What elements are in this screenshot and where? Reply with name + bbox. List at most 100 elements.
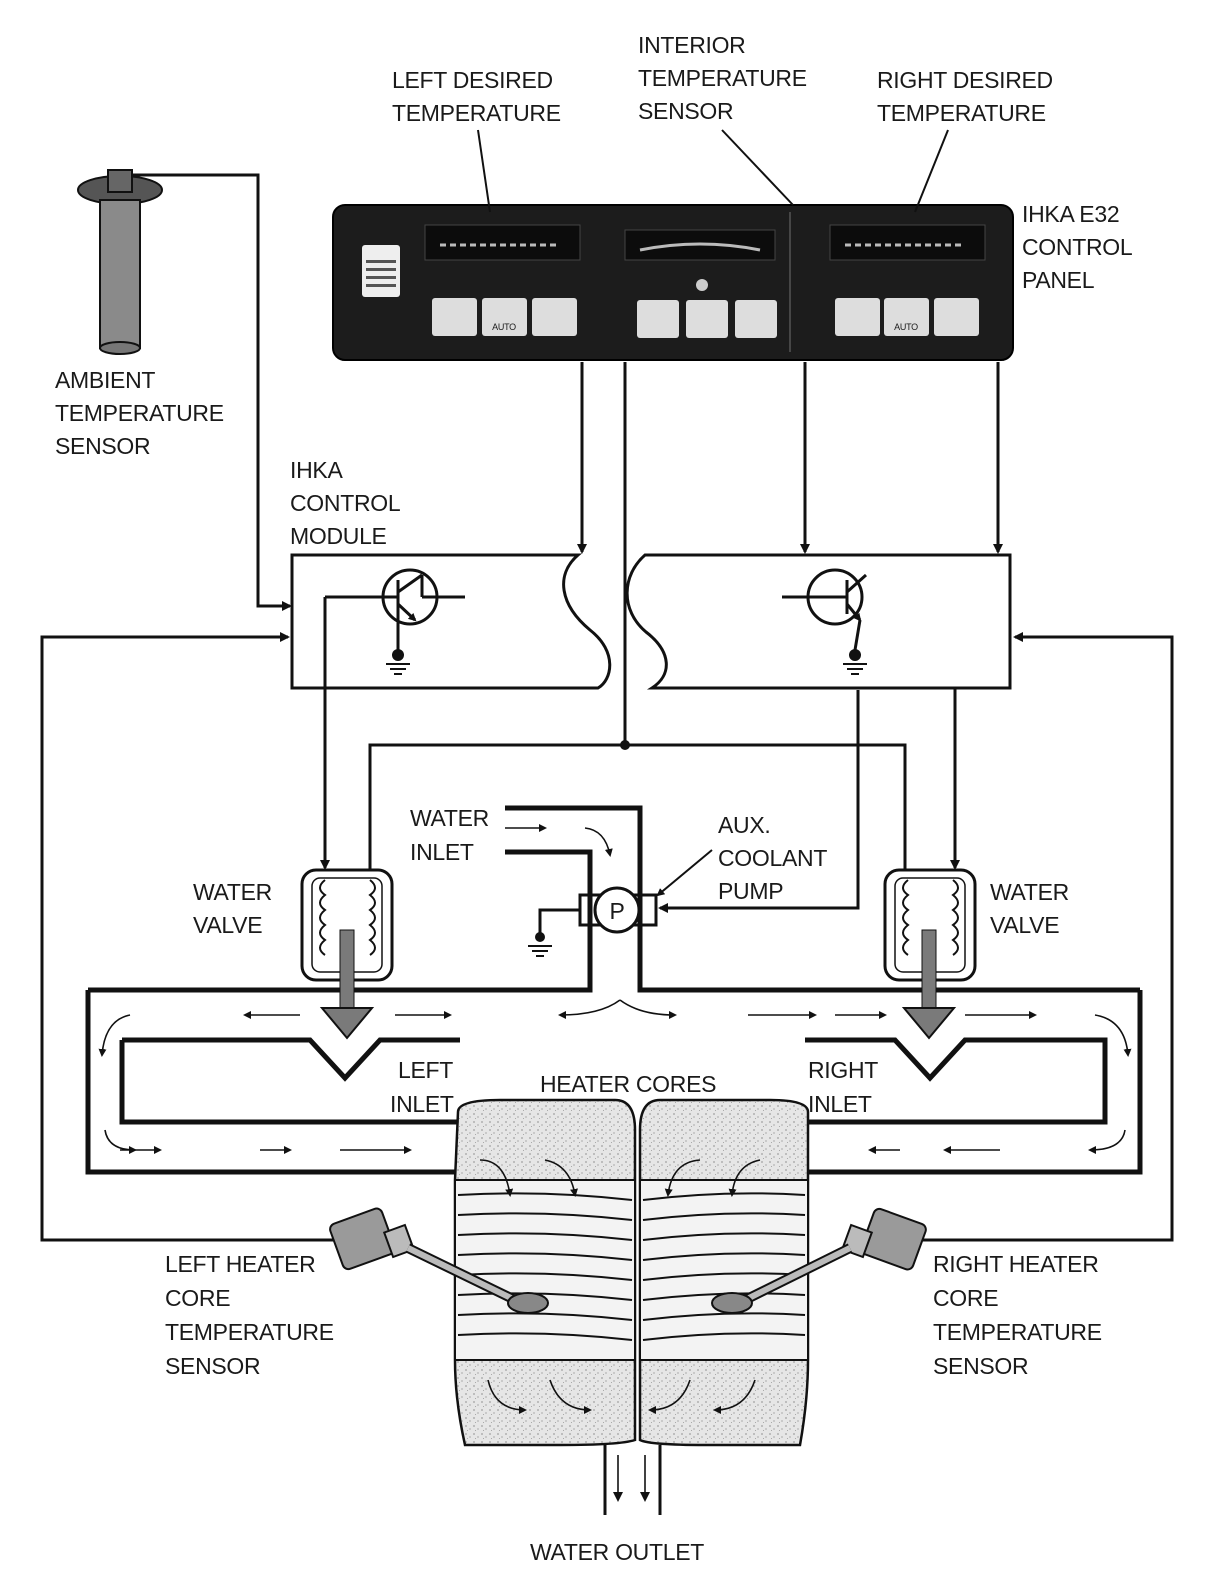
svg-text:RIGHT DESIRED: RIGHT DESIRED xyxy=(877,67,1053,93)
svg-text:TEMPERATURE: TEMPERATURE xyxy=(638,65,807,91)
label-water-valve-right: WATER VALVE xyxy=(990,879,1069,938)
right-auto-label: AUTO xyxy=(894,322,918,332)
right-sensor-feedback xyxy=(905,632,1174,1242)
leader-interior xyxy=(721,129,794,206)
left-sensor-feedback xyxy=(40,632,345,1242)
water-inlet-pipe-outer xyxy=(505,805,1140,993)
pump-signal xyxy=(658,690,860,913)
control-module-right xyxy=(625,553,1012,690)
label-water-valve-left: WATER VALVE xyxy=(193,879,272,938)
label-interior-sensor: INTERIOR TEMPERATURE SENSOR xyxy=(638,32,807,124)
svg-text:TEMPERATURE: TEMPERATURE xyxy=(933,1319,1102,1345)
water-inlet-pipe-inner xyxy=(88,849,593,993)
water-outlet-pipe xyxy=(603,1445,662,1515)
right-feet-button[interactable] xyxy=(934,298,979,336)
fan-icon xyxy=(696,279,708,291)
center-button-group xyxy=(637,279,777,338)
label-water-outlet: WATER OUTLET xyxy=(530,1539,704,1565)
right-defrost-button[interactable] xyxy=(835,298,880,336)
label-control-module: IHKA CONTROL MODULE xyxy=(290,457,401,549)
svg-text:MODULE: MODULE xyxy=(290,523,387,549)
label-control-panel: IHKA E32 CONTROL PANEL xyxy=(1022,201,1133,293)
svg-text:WATER: WATER xyxy=(410,805,489,831)
leader-left-desired xyxy=(477,129,491,213)
svg-text:TEMPERATURE: TEMPERATURE xyxy=(165,1319,334,1345)
svg-text:VALVE: VALVE xyxy=(193,912,262,938)
left-defrost-button[interactable] xyxy=(432,298,477,336)
left-water-valve xyxy=(300,868,394,1040)
label-aux-pump: AUX. COOLANT PUMP xyxy=(718,812,828,904)
left-heater-core xyxy=(453,1098,637,1447)
pump-symbol: P xyxy=(609,898,624,924)
left-temp-display xyxy=(424,224,581,261)
left-auto-label: AUTO xyxy=(492,322,516,332)
svg-text:CONTROL: CONTROL xyxy=(290,490,401,516)
right-core-sensor-icon xyxy=(711,1207,927,1314)
svg-text:PANEL: PANEL xyxy=(1022,267,1095,293)
left-core-sensor-icon xyxy=(329,1207,549,1314)
leader-right-desired xyxy=(914,129,949,213)
label-right-inlet: RIGHT INLET xyxy=(808,1057,879,1117)
center-recirc-button[interactable] xyxy=(735,300,777,338)
svg-text:CORE: CORE xyxy=(165,1285,230,1311)
svg-text:IHKA: IHKA xyxy=(290,457,343,483)
power-bus xyxy=(368,743,907,870)
center-rear-defrost-button[interactable] xyxy=(637,300,679,338)
right-button-group: AUTO xyxy=(835,298,979,336)
svg-text:AMBIENT: AMBIENT xyxy=(55,367,155,393)
left-transistor-icon xyxy=(323,568,465,840)
right-water-valve xyxy=(883,868,977,1040)
svg-text:CONTROL: CONTROL xyxy=(1022,234,1133,260)
svg-text:AUX.: AUX. xyxy=(718,812,770,838)
control-panel: AUTO AUTO xyxy=(332,204,1014,361)
svg-text:LEFT DESIRED: LEFT DESIRED xyxy=(392,67,553,93)
center-fan-button[interactable] xyxy=(686,300,728,338)
ambient-wire xyxy=(132,173,292,611)
left-button-group: AUTO xyxy=(432,298,577,336)
svg-text:SENSOR: SENSOR xyxy=(933,1353,1028,1379)
right-temp-display xyxy=(829,224,986,261)
svg-text:WATER: WATER xyxy=(193,879,272,905)
left-auto-button[interactable] xyxy=(482,298,527,336)
svg-text:COOLANT: COOLANT xyxy=(718,845,827,871)
label-heater-cores: HEATER CORES xyxy=(540,1071,716,1097)
coolant-channel xyxy=(85,990,1143,1175)
label-left-core-sensor: LEFT HEATER CORE TEMPERATURE SENSOR xyxy=(165,1251,334,1379)
svg-text:RIGHT: RIGHT xyxy=(808,1057,878,1083)
svg-text:LEFT HEATER: LEFT HEATER xyxy=(165,1251,316,1277)
right-transistor-icon xyxy=(782,568,868,675)
right-heater-core xyxy=(638,1098,810,1447)
flow-arrows xyxy=(98,999,1132,1154)
svg-text:LEFT: LEFT xyxy=(398,1057,453,1083)
svg-text:CORE: CORE xyxy=(933,1285,998,1311)
svg-text:SENSOR: SENSOR xyxy=(165,1353,260,1379)
label-ambient-sensor: AMBIENT TEMPERATURE SENSOR xyxy=(55,367,224,459)
panel-grille-icon xyxy=(362,245,400,297)
svg-text:IHKA E32: IHKA E32 xyxy=(1022,201,1119,227)
pump-leader xyxy=(656,849,713,897)
label-left-desired: LEFT DESIRED TEMPERATURE xyxy=(392,67,561,126)
svg-text:VALVE: VALVE xyxy=(990,912,1059,938)
svg-text:INLET: INLET xyxy=(390,1091,454,1117)
svg-text:PUMP: PUMP xyxy=(718,878,783,904)
right-auto-button[interactable] xyxy=(884,298,929,336)
label-left-inlet: LEFT INLET xyxy=(390,1057,454,1117)
control-module-left xyxy=(290,553,612,690)
svg-text:SENSOR: SENSOR xyxy=(55,433,150,459)
core-flow-arrows xyxy=(479,1159,761,1414)
svg-text:TEMPERATURE: TEMPERATURE xyxy=(55,400,224,426)
svg-text:SENSOR: SENSOR xyxy=(638,98,733,124)
label-water-inlet: WATER INLET xyxy=(410,805,489,865)
label-right-desired: RIGHT DESIRED TEMPERATURE xyxy=(877,67,1053,126)
label-right-core-sensor: RIGHT HEATER CORE TEMPERATURE SENSOR xyxy=(933,1251,1102,1379)
svg-text:INLET: INLET xyxy=(808,1091,872,1117)
svg-text:WATER: WATER xyxy=(990,879,1069,905)
svg-text:RIGHT HEATER: RIGHT HEATER xyxy=(933,1251,1099,1277)
ambient-sensor-icon xyxy=(77,169,163,355)
svg-text:INLET: INLET xyxy=(410,839,474,865)
left-feet-button[interactable] xyxy=(532,298,577,336)
svg-text:INTERIOR: INTERIOR xyxy=(638,32,746,58)
svg-text:TEMPERATURE: TEMPERATURE xyxy=(877,100,1046,126)
svg-text:TEMPERATURE: TEMPERATURE xyxy=(392,100,561,126)
